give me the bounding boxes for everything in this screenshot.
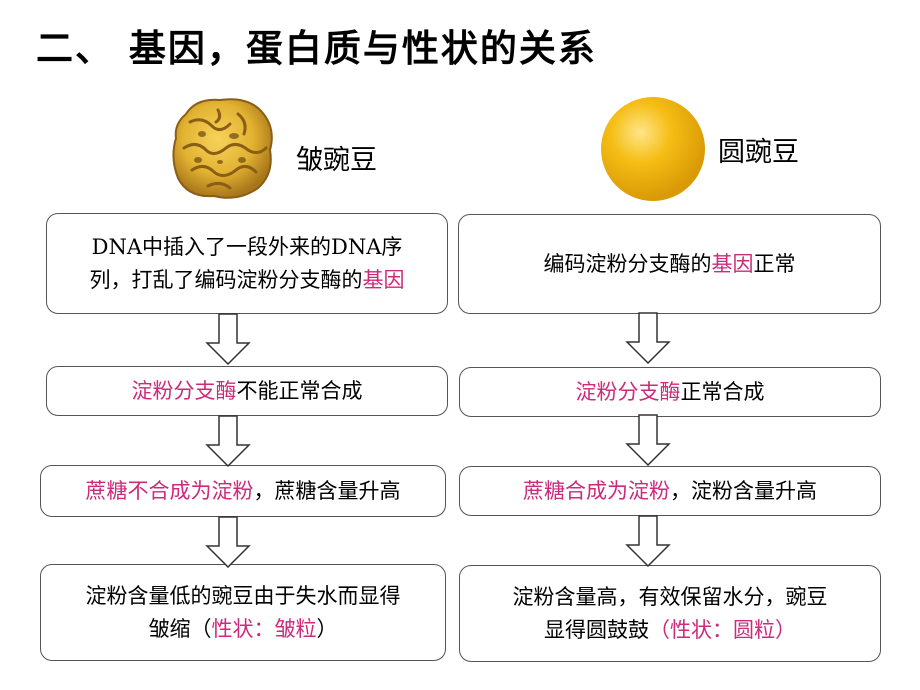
- left-box1-gene-highlight: 基因: [362, 267, 405, 292]
- down-arrow-icon: [205, 516, 251, 568]
- right-box3-text: ，淀粉含量升高: [670, 478, 817, 503]
- right-box1-text-post: 正常: [753, 251, 796, 276]
- wrinkled-pea-image: [172, 98, 273, 199]
- right-box-enzyme-synthesized: 淀粉分支酶正常合成: [459, 367, 881, 417]
- down-arrow-icon: [205, 313, 251, 365]
- right-box2-enzyme-highlight: 淀粉分支酶: [575, 379, 681, 404]
- down-arrow-icon: [625, 515, 671, 567]
- wrinkled-pea-label: 皱豌豆: [296, 145, 377, 176]
- down-arrow-icon: [625, 414, 671, 466]
- left-box3-text: ，蔗糖含量升高: [253, 478, 401, 503]
- left-box4-line2-end: ）: [316, 616, 338, 641]
- left-box2-enzyme-highlight: 淀粉分支酶: [131, 378, 237, 403]
- right-box1-gene-highlight: 基因: [711, 251, 754, 276]
- right-box-starch-high: 蔗糖合成为淀粉，淀粉含量升高: [459, 466, 881, 516]
- left-box-sucrose-high: 蔗糖不合成为淀粉，蔗糖含量升高: [40, 465, 446, 517]
- round-pea-label: 圆豌豆: [718, 137, 799, 168]
- right-box-gene-normal: 编码淀粉分支酶的基因正常: [458, 214, 881, 314]
- left-box1-line1: DNA中插入了一段外来的DNA序: [91, 234, 403, 259]
- left-box4-line1: 淀粉含量低的豌豆由于失水而显得: [85, 583, 401, 608]
- right-box3-highlight: 蔗糖合成为淀粉: [523, 478, 670, 503]
- left-box3-highlight: 蔗糖不合成为淀粉: [85, 478, 254, 503]
- left-box-enzyme-not-synthesized: 淀粉分支酶不能正常合成: [46, 366, 448, 416]
- right-box4-line2: 显得圆鼓鼓: [544, 617, 649, 642]
- down-arrow-icon: [625, 312, 671, 364]
- left-box4-trait-highlight: 性状：皱粒: [211, 616, 317, 641]
- right-box2-text: 正常合成: [680, 379, 765, 404]
- right-box4-trait-highlight: （性状：圆粒）: [649, 617, 796, 642]
- left-box1-line2: 列，打乱了编码淀粉分支酶的: [89, 267, 363, 292]
- down-arrow-icon: [205, 415, 251, 467]
- left-box-wrinkled-trait: 淀粉含量低的豌豆由于失水而显得 皱缩（性状：皱粒）: [40, 564, 446, 661]
- round-pea-image: [601, 97, 705, 201]
- slide-title: 二、 基因，蛋白质与性状的关系: [36, 27, 597, 70]
- right-box1-text-pre: 编码淀粉分支酶的: [543, 251, 712, 276]
- right-box4-line1: 淀粉含量高，有效保留水分，豌豆: [512, 584, 828, 609]
- left-box2-text: 不能正常合成: [236, 378, 363, 403]
- left-box4-line2: 皱缩（: [148, 616, 212, 641]
- left-box-gene-disrupted: DNA中插入了一段外来的DNA序 列，打乱了编码淀粉分支酶的基因: [46, 213, 448, 314]
- right-box-round-trait: 淀粉含量高，有效保留水分，豌豆 显得圆鼓鼓（性状：圆粒）: [459, 565, 881, 662]
